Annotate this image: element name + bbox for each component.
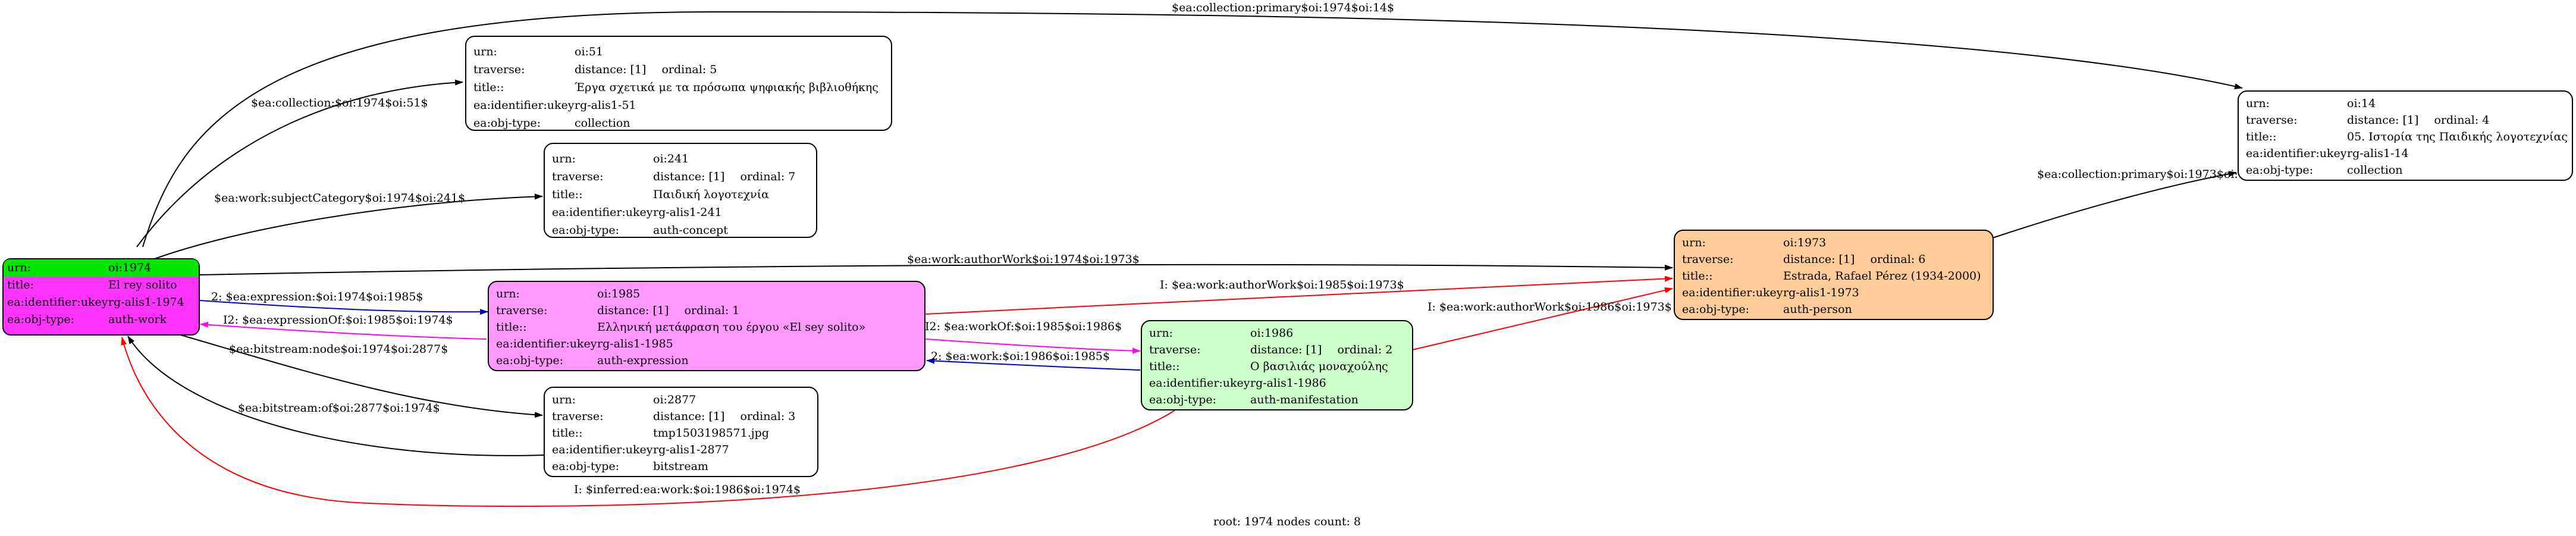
edge-1974-to-14 — [142, 11, 2243, 247]
node-oi-1985[interactable]: urn:oi:1985 traverse:distance: [1]ordina… — [488, 281, 925, 371]
node-1974-ukey-row: ea:identifier:ukey rg-alis1-1974 — [7, 296, 184, 309]
edge-label-exprof-1974: I2: $ea:expressionOf:$oi:1985$oi:1974$ — [223, 314, 453, 327]
edge-label-work-1986-1985: 2: $ea:work:$oi:1986$oi:1985$ — [931, 350, 1110, 363]
edge-1974-to-2877 — [178, 334, 543, 418]
edge-1985-to-1974 — [200, 321, 487, 340]
node-oi-241[interactable]: urn:oi:241 traverse:distance: [1]ordinal… — [544, 143, 817, 238]
edge-label-coll-51: $ea:collection:$oi:1974$oi:51$ — [251, 96, 428, 109]
node-oi-1973[interactable]: urn:oi:1973 traverse:distance: [1]ordina… — [1674, 230, 1994, 320]
edge-1985-to-1973 — [925, 275, 1673, 315]
edge-label-bsof-1974: $ea:bitstream:of$oi:2877$oi:1974$ — [238, 402, 440, 415]
edge-label-primary-1973-14: $ea:collection:primary$oi:1973$oi:14$ — [2037, 168, 2260, 181]
edge-label-subj-241: $ea:work:subjectCategory$oi:1974$oi:241$ — [214, 192, 466, 205]
edge-label-i-author-1985: I: $ea:work:authorWork$oi:1985$oi:1973$ — [1160, 278, 1404, 291]
node-oi-2877[interactable]: urn:oi:2877 traverse:distance: [1]ordina… — [544, 387, 818, 477]
edge-1986-to-1973 — [1412, 287, 1673, 350]
edge-label-expr-1985: 2: $ea:expression:$oi:1974$oi:1985$ — [211, 290, 423, 303]
edge-1985-to-1986 — [925, 338, 1141, 354]
edge-label-author-1973: $ea:work:authorWork$oi:1974$oi:1973$ — [907, 253, 1140, 266]
edge-1986-to-1974-inferred — [121, 337, 1175, 507]
edge-1974-to-1985 — [199, 300, 488, 315]
edge-label-inferred: I: $inferred:ea:work:$oi:1986$oi:1974$ — [574, 483, 801, 496]
node-1974-urn-row: urn: oi:1974 — [4, 259, 199, 277]
edge-1973-to-14 — [1992, 171, 2237, 239]
edge-label-workof-1986: I2: $ea:workOf:$oi:1985$oi:1986$ — [925, 320, 1122, 333]
edge-1974-to-1973 — [199, 264, 1673, 275]
node-1974-type-row: ea:obj-type: auth-work — [7, 313, 167, 326]
edge-label-i-author-1986: I: $ea:work:authorWork$oi:1986$oi:1973$ — [1427, 300, 1672, 314]
node-oi-1974[interactable]: urn: oi:1974 title: El rey solito ea:ide… — [2, 258, 200, 336]
edge-1974-to-241 — [154, 193, 543, 259]
edge-2877-to-1974 — [127, 336, 544, 456]
edge-1986-to-1985 — [926, 358, 1141, 371]
edge-label-bsnode-2877: $ea:bitstream:node$oi:1974$oi:2877$ — [229, 343, 448, 356]
node-oi-1986[interactable]: urn:oi:1986 traverse:distance: [1]ordina… — [1141, 320, 1413, 410]
edge-label-primary-14: $ea:collection:primary$oi:1974$oi:14$ — [1172, 1, 1395, 14]
edge-1974-to-51 — [136, 79, 463, 247]
node-oi-51[interactable]: urn:oi:51 traverse:distance: [1]ordinal:… — [465, 36, 892, 131]
node-oi-14[interactable]: urn:oi:14 traverse:distance: [1]ordinal:… — [2238, 90, 2573, 181]
graph-caption: root: 1974 nodes count: 8 — [1213, 515, 1361, 528]
node-1974-title-row: title: El rey solito — [7, 278, 177, 291]
